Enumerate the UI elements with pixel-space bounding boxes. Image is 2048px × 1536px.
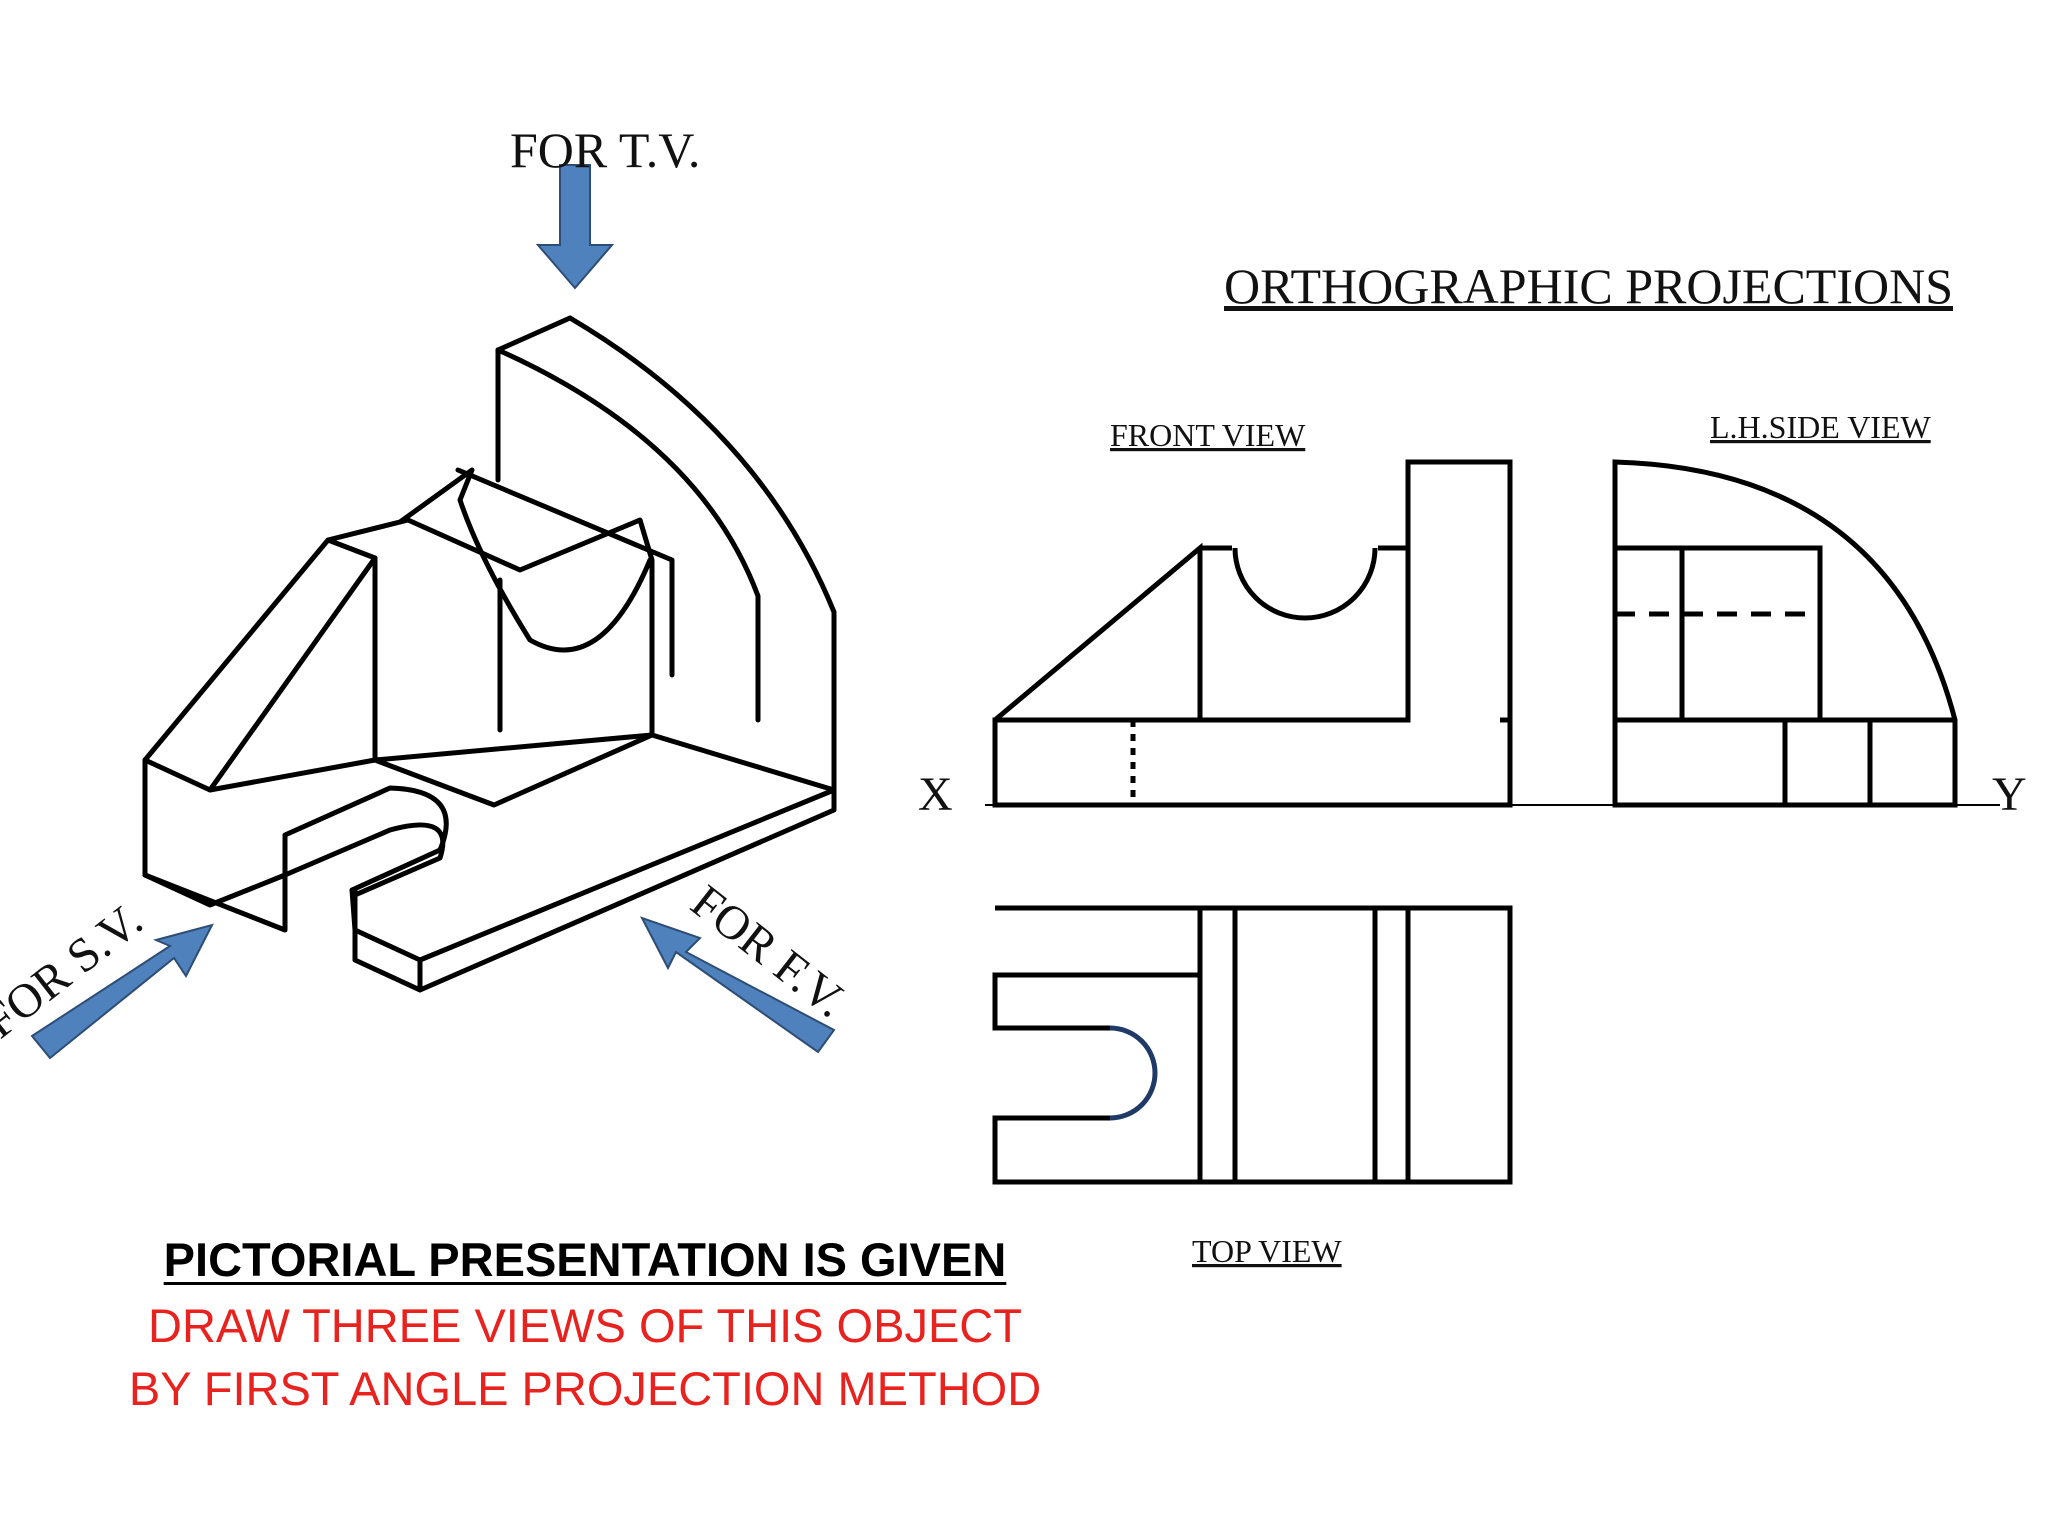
front-view-label: FRONT VIEW bbox=[1110, 417, 1306, 453]
arrow-tv bbox=[535, 164, 615, 290]
front-block bbox=[993, 542, 1203, 722]
block-outline bbox=[325, 517, 655, 808]
y-label: Y bbox=[1992, 768, 2027, 821]
front-outline bbox=[992, 459, 1513, 808]
top-view bbox=[992, 905, 1513, 1185]
top-outline bbox=[992, 905, 1513, 1185]
base-front bbox=[142, 757, 837, 993]
wall-arc-outer bbox=[567, 315, 837, 793]
wall-top-edge bbox=[495, 315, 573, 353]
side-view bbox=[1612, 459, 1958, 808]
base-top bbox=[142, 732, 837, 963]
side-outline bbox=[1612, 459, 1958, 808]
rib bbox=[142, 537, 378, 793]
top-block-lines bbox=[1232, 908, 1411, 1182]
orthographic-title: ORTHOGRAPHIC PROJECTIONS bbox=[1224, 258, 1953, 314]
label-for-tv: FOR T.V. bbox=[510, 122, 700, 178]
front-view bbox=[992, 459, 1513, 808]
block-cut bbox=[397, 467, 653, 653]
instruction-line-1: DRAW THREE VIEWS OF THIS OBJECT bbox=[148, 1299, 1022, 1352]
front-semicircle bbox=[1232, 547, 1378, 621]
instruction-heading: PICTORIAL PRESENTATION IS GIVEN bbox=[163, 1233, 1007, 1286]
side-block bbox=[1615, 545, 1823, 720]
arrows bbox=[30, 164, 836, 1060]
side-view-label: L.H.SIDE VIEW bbox=[1710, 409, 1932, 445]
top-slot-arc bbox=[1109, 1025, 1158, 1121]
instruction-line-2: BY FIRST ANGLE PROJECTION METHOD bbox=[128, 1362, 1042, 1415]
block-edges bbox=[372, 467, 675, 763]
arrow-sv bbox=[30, 923, 214, 1060]
side-base-dividers bbox=[1782, 720, 1873, 805]
slot bbox=[282, 822, 446, 898]
isometric-object bbox=[142, 315, 837, 993]
x-label: X bbox=[918, 768, 953, 821]
wall-arc-inner bbox=[495, 347, 761, 723]
top-view-label: TOP VIEW bbox=[1192, 1233, 1342, 1269]
arrow-fv bbox=[639, 916, 836, 1054]
